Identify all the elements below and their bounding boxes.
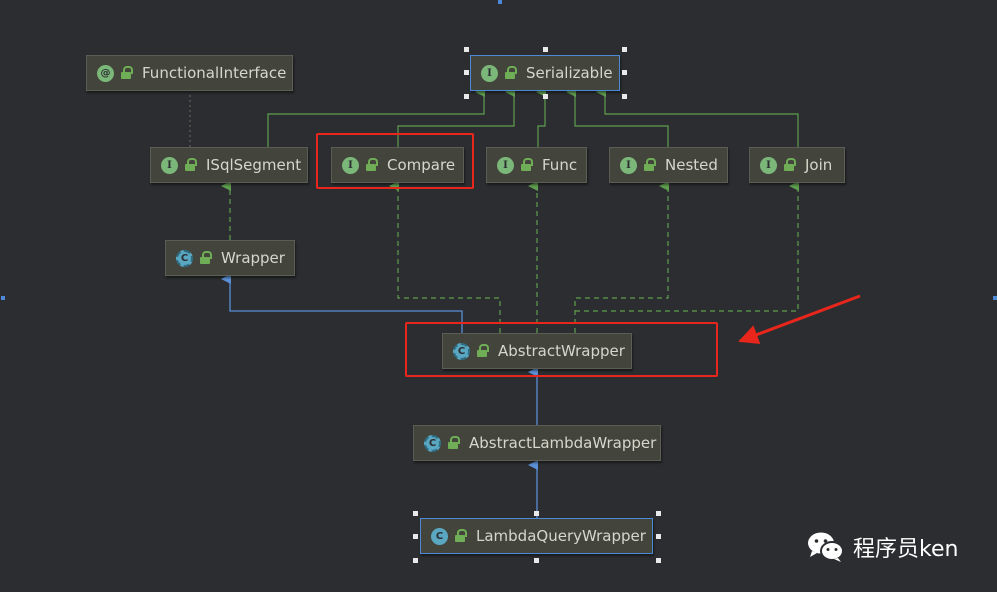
- canvas-edge-marker: [993, 296, 997, 300]
- watermark: 程序员ken: [807, 531, 958, 563]
- highlight-box-abstract-wrapper: [405, 322, 718, 377]
- abstract-class-icon: C: [176, 249, 193, 267]
- node-functional-interface[interactable]: @ FunctionalInterface: [86, 55, 293, 91]
- selection-handle[interactable]: [413, 558, 418, 563]
- node-abstract-lambda-wrapper[interactable]: C AbstractLambdaWrapper: [413, 425, 661, 461]
- lock-icon: [447, 436, 460, 450]
- lock-icon: [199, 251, 212, 265]
- interface-icon: I: [161, 156, 178, 174]
- selection-handle[interactable]: [656, 511, 661, 516]
- selection-handle[interactable]: [656, 558, 661, 563]
- edge-compare-serializable: [397, 87, 515, 147]
- edge-abstractwrapper-compare: [389, 181, 501, 333]
- wechat-icon: [808, 532, 844, 562]
- lock-icon: [783, 158, 796, 172]
- edge-join-serializable: [596, 87, 799, 147]
- node-label: Serializable: [526, 64, 613, 82]
- class-icon: C: [431, 527, 448, 545]
- node-isqlsegment[interactable]: I ISqlSegment: [150, 147, 308, 183]
- selection-handle[interactable]: [543, 47, 548, 52]
- interface-icon: I: [620, 156, 637, 174]
- selection-handle[interactable]: [656, 534, 661, 539]
- selection-handle[interactable]: [622, 70, 627, 75]
- node-label: AbstractWrapper: [498, 342, 625, 360]
- selection-handle[interactable]: [622, 47, 627, 52]
- canvas-edge-marker: [1, 296, 5, 300]
- node-lambda-query-wrapper[interactable]: C LambdaQueryWrapper: [420, 518, 653, 554]
- selection-handle[interactable]: [534, 511, 539, 516]
- lock-icon: [120, 66, 133, 80]
- node-abstract-wrapper[interactable]: C AbstractWrapper: [442, 333, 632, 369]
- interface-icon: I: [497, 156, 514, 174]
- canvas-edge-marker: [498, 0, 502, 4]
- abstract-class-icon: C: [424, 434, 441, 452]
- node-serializable[interactable]: I Serializable: [470, 55, 620, 91]
- watermark-text: 程序员ken: [853, 537, 959, 562]
- node-label: FunctionalInterface: [142, 64, 287, 82]
- node-label: AbstractLambdaWrapper: [469, 434, 657, 452]
- selection-handle[interactable]: [464, 47, 469, 52]
- node-label: Wrapper: [221, 249, 285, 267]
- node-compare[interactable]: I Compare: [331, 147, 464, 183]
- node-label: Func: [542, 156, 578, 174]
- annotation-arrow: [738, 294, 861, 345]
- lock-icon: [365, 158, 378, 172]
- node-label: ISqlSegment: [206, 156, 302, 174]
- interface-icon: I: [760, 156, 777, 174]
- node-wrapper[interactable]: C Wrapper: [165, 240, 295, 276]
- edge-abstractwrapper-join: [575, 181, 799, 312]
- lock-icon: [476, 344, 489, 358]
- abstract-class-icon: C: [453, 342, 470, 360]
- lock-icon: [520, 158, 533, 172]
- selection-handle[interactable]: [543, 94, 548, 99]
- node-func[interactable]: I Func: [486, 147, 587, 183]
- selection-handle[interactable]: [464, 70, 469, 75]
- edge-func-serializable: [536, 87, 546, 147]
- selection-handle[interactable]: [622, 94, 627, 99]
- edge-abstractwrapper-nested: [574, 181, 669, 333]
- annotation-icon: @: [97, 64, 114, 82]
- interface-icon: I: [342, 156, 359, 174]
- node-label: Nested: [665, 156, 718, 174]
- selection-handle[interactable]: [413, 511, 418, 516]
- edge-nested-serializable: [566, 87, 669, 147]
- selection-handle[interactable]: [534, 558, 539, 563]
- interface-icon: I: [481, 64, 498, 82]
- node-label: Join: [805, 156, 833, 174]
- lock-icon: [454, 529, 467, 543]
- node-label: LambdaQueryWrapper: [476, 527, 646, 545]
- node-label: Compare: [387, 156, 456, 174]
- lock-icon: [504, 66, 517, 80]
- node-join[interactable]: I Join: [749, 147, 845, 183]
- selection-handle[interactable]: [413, 534, 418, 539]
- highlight-box-compare: [316, 133, 474, 189]
- lock-icon: [184, 158, 197, 172]
- node-nested[interactable]: I Nested: [609, 147, 728, 183]
- edge-isqlsegment-serializable: [267, 87, 485, 147]
- lock-icon: [643, 158, 656, 172]
- selection-handle[interactable]: [464, 94, 469, 99]
